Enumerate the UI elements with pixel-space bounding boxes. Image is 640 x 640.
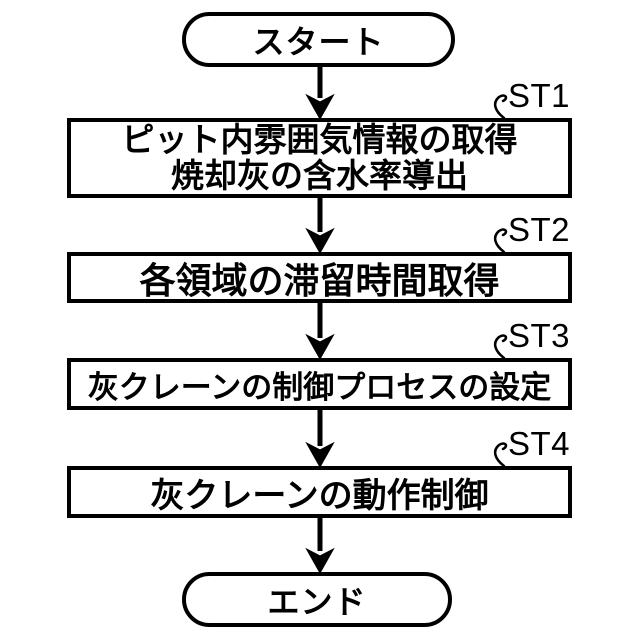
step-label-st2: ST2 [508, 211, 598, 249]
flow-arrow-st1-to-st2 [305, 194, 335, 255]
start-node: スタート [182, 12, 455, 67]
step-label-st1: ST1 [508, 77, 598, 115]
process-box-st2-line1: 各領域の滞留時間取得 [139, 259, 500, 301]
start-node-label: スタート [252, 23, 385, 60]
label-squiggle-st3 [493, 334, 508, 360]
flow-arrow-st4-to-end [305, 514, 335, 575]
end-node-label: エンド [267, 583, 367, 620]
step-label-st3-text: ST3 [508, 317, 571, 354]
process-box-st1-line1: ピット内雰囲気情報の取得 [121, 121, 518, 158]
end-node: エンド [182, 572, 452, 627]
flow-arrow-start-to-st1 [305, 62, 335, 121]
label-squiggle-st4 [493, 442, 508, 468]
step-label-st1-text: ST1 [508, 77, 571, 114]
process-box-st1-line2: 焼却灰の含水率導出 [171, 157, 468, 194]
step-label-st4-text: ST4 [508, 425, 571, 462]
process-box-st4-line1: 灰クレーンの動作制御 [150, 476, 489, 515]
flow-arrow-st2-to-st3 [305, 299, 335, 361]
process-box-st1: ピット内雰囲気情報の取得 焼却灰の含水率導出 [67, 118, 572, 198]
process-box-st3-line1: 灰クレーンの制御プロセスの設定 [87, 369, 552, 405]
step-label-st4: ST4 [508, 425, 598, 463]
process-box-st3: 灰クレーンの制御プロセスの設定 [67, 358, 572, 410]
step-label-st3: ST3 [508, 317, 598, 355]
process-box-st2: 各領域の滞留時間取得 [67, 252, 572, 303]
flow-arrow-st3-to-st4 [305, 406, 335, 469]
step-label-st2-text: ST2 [508, 211, 571, 248]
label-squiggle-st2 [493, 228, 508, 254]
label-squiggle-st1 [493, 94, 508, 120]
process-box-st4: 灰クレーンの動作制御 [67, 466, 572, 518]
